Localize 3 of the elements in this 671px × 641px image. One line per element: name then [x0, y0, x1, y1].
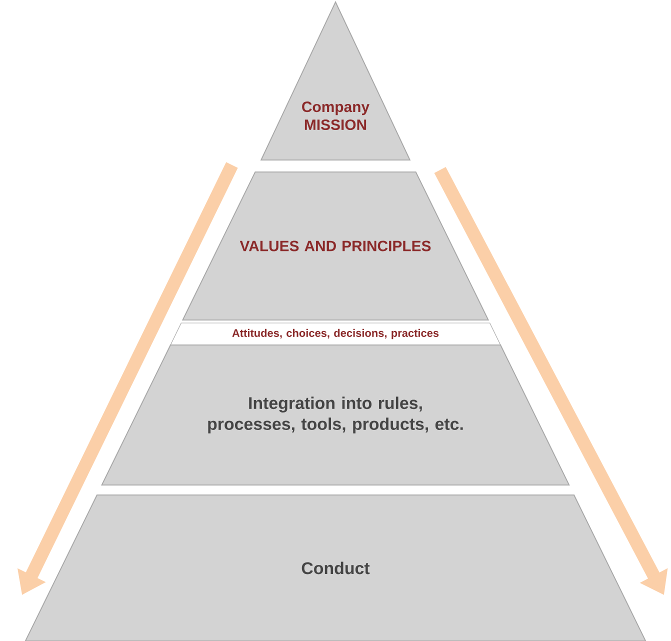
pyramid-layer: Integration into rules, processes, tools, products, etc.: [101, 344, 570, 486]
band-label: Attitudes, choices, decisions, practices: [170, 322, 501, 346]
pyramid-layer: Conduct: [24, 494, 646, 641]
